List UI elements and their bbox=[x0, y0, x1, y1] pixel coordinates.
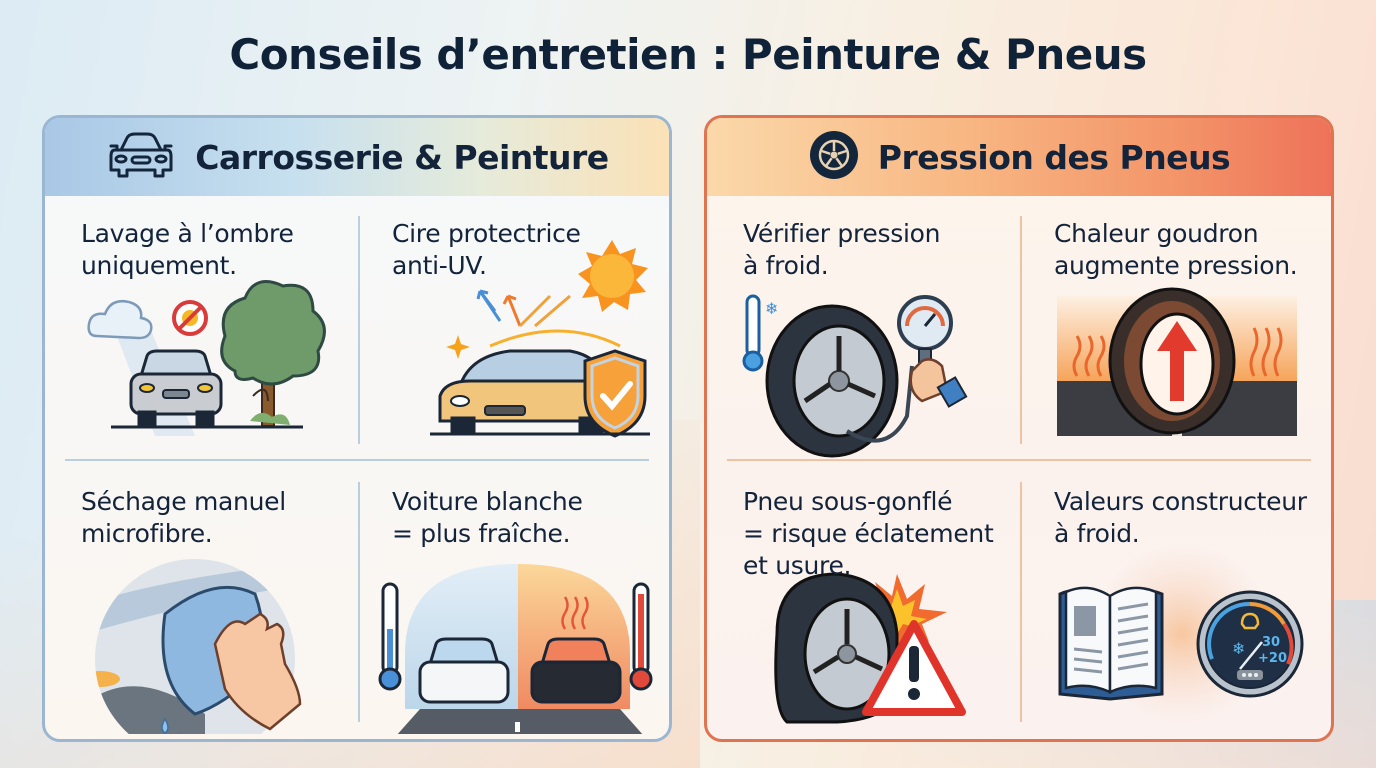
manual-book-gauge-illustration: ❄ 30 +20 bbox=[1058, 544, 1304, 724]
tip-card: Cire protectrice anti-UV. bbox=[360, 196, 669, 466]
flat-tire-warning-illustration bbox=[774, 572, 966, 724]
tip-text: Séchage manuel microfibre. bbox=[81, 487, 286, 548]
car-under-tree-illustration bbox=[87, 280, 326, 436]
divider bbox=[358, 482, 360, 722]
panel-title: Pression des Pneus bbox=[877, 137, 1231, 177]
tire-wheel-icon bbox=[808, 129, 860, 185]
tip-card: Lavage à l’ombre uniquement. bbox=[45, 196, 358, 466]
divider bbox=[358, 216, 360, 444]
divider bbox=[727, 459, 1311, 461]
panel-title: Carrosserie & Peinture bbox=[195, 137, 609, 177]
tip-text: Vérifier pression à froid. bbox=[743, 219, 941, 280]
car-shield-sun-illustration bbox=[430, 240, 650, 438]
tip-card: Voiture blanche = plus fraîche. bbox=[360, 464, 669, 734]
tip-text: Voiture blanche = plus fraîche. bbox=[392, 487, 583, 548]
car-front-icon bbox=[105, 130, 177, 184]
divider bbox=[1020, 216, 1022, 444]
tip-card: Chaleur goudron augmente pression. bbox=[1022, 196, 1331, 466]
page-title: Conseils d’entretien : Peinture & Pneus bbox=[229, 30, 1147, 79]
tire-pressure-gauge-illustration: ❄ bbox=[742, 294, 968, 458]
tip-text: Pneu sous-gonflé = risque éclatement et … bbox=[743, 487, 994, 580]
tip-card: ❄ 30 +20 Valeurs constructeur à froid. bbox=[1022, 464, 1331, 734]
gauge-value-bottom: +20 bbox=[1258, 651, 1287, 666]
tip-card: Séchage manuel microfibre. bbox=[45, 464, 358, 734]
divider bbox=[65, 459, 649, 461]
white-vs-dark-car-illustration bbox=[378, 564, 653, 734]
svg-text:❄: ❄ bbox=[1232, 639, 1245, 658]
tip-card: Pneu sous-gonflé = risque éclatement et … bbox=[707, 464, 1020, 734]
gauge-value-top: 30 bbox=[1262, 635, 1280, 650]
tip-text: Chaleur goudron augmente pression. bbox=[1054, 219, 1298, 280]
hand-microfiber-illustration bbox=[95, 559, 302, 734]
tire-hot-asphalt-illustration bbox=[1057, 287, 1297, 436]
tip-text: Cire protectrice anti-UV. bbox=[392, 219, 581, 280]
svg-text:❄: ❄ bbox=[765, 299, 778, 318]
panel-tires: Pression des Pneus ❄ bbox=[704, 115, 1334, 742]
tips-grid: ❄ Vérifier pression à froid. bbox=[707, 196, 1331, 739]
tip-text: Lavage à l’ombre uniquement. bbox=[81, 219, 294, 280]
panel-header-paint: Carrosserie & Peinture bbox=[45, 118, 669, 196]
panel-paint: Carrosserie & Peinture bbox=[42, 115, 672, 742]
divider bbox=[1020, 482, 1022, 722]
tip-text: Valeurs constructeur à froid. bbox=[1054, 487, 1307, 548]
panel-header-tires: Pression des Pneus bbox=[707, 118, 1331, 196]
tips-grid: Lavage à l’ombre uniquement. bbox=[45, 196, 669, 739]
tip-card: ❄ Vérifier pression à froid. bbox=[707, 196, 1020, 466]
